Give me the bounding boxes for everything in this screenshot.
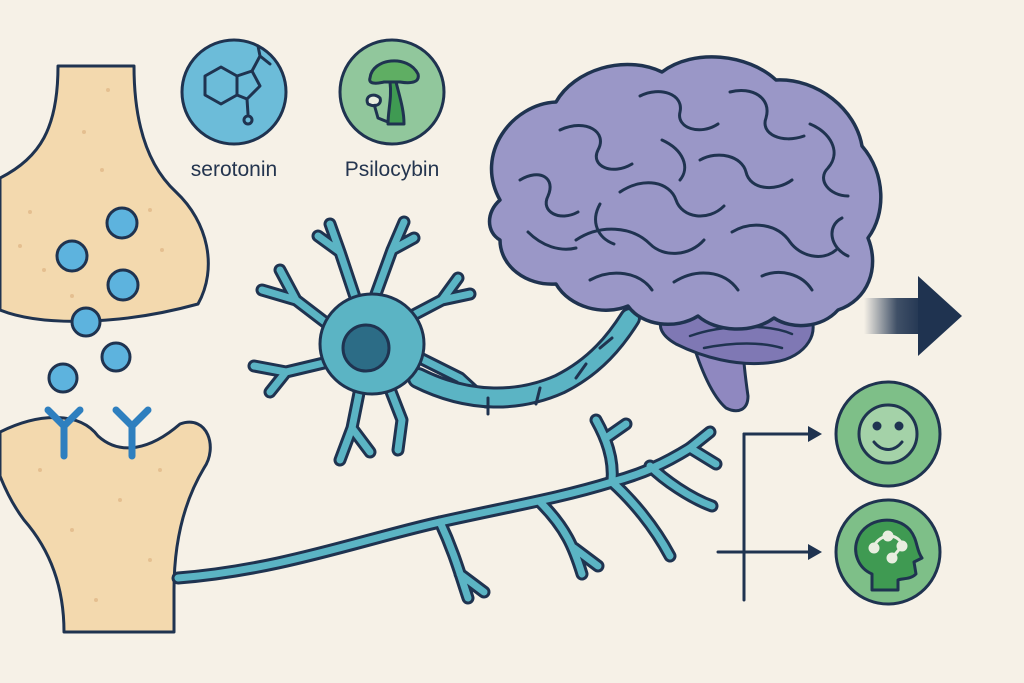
serotonin-molecule-icon	[203, 44, 272, 126]
mushroom-icon	[365, 59, 420, 126]
mood-badge	[834, 380, 942, 488]
presynaptic-terminal	[0, 64, 210, 323]
right-arrow-icon	[864, 276, 962, 356]
connector-bracket	[716, 432, 746, 602]
brain	[487, 55, 883, 413]
axon	[407, 307, 641, 416]
neuron-nucleus	[341, 323, 391, 373]
vesicle	[55, 239, 89, 273]
serotonin-vesicles	[47, 206, 140, 394]
psilocybin-badge	[338, 38, 446, 146]
serotonin-badge	[180, 38, 288, 146]
brain-folds	[518, 89, 850, 292]
smiley-face-icon	[857, 403, 919, 465]
cerebrum	[487, 55, 883, 331]
vesicle	[105, 206, 139, 240]
head-network-icon	[854, 518, 924, 592]
vesicle	[100, 341, 132, 373]
neuron-cell	[247, 215, 641, 467]
postsynaptic-terminal	[0, 416, 212, 634]
receptor	[112, 406, 152, 460]
cognition-badge	[834, 498, 942, 606]
vesicle	[47, 362, 79, 394]
receptor	[44, 406, 84, 460]
psilocybin-label: Psilocybin	[345, 158, 440, 181]
serotonin-receptors	[44, 406, 152, 460]
vesicle	[106, 268, 140, 302]
vesicle	[70, 306, 102, 338]
dendrites	[247, 215, 493, 467]
outcome-connectors	[716, 426, 822, 602]
serotonin-label: serotonin	[191, 158, 277, 181]
dendrite-branch	[171, 413, 723, 605]
